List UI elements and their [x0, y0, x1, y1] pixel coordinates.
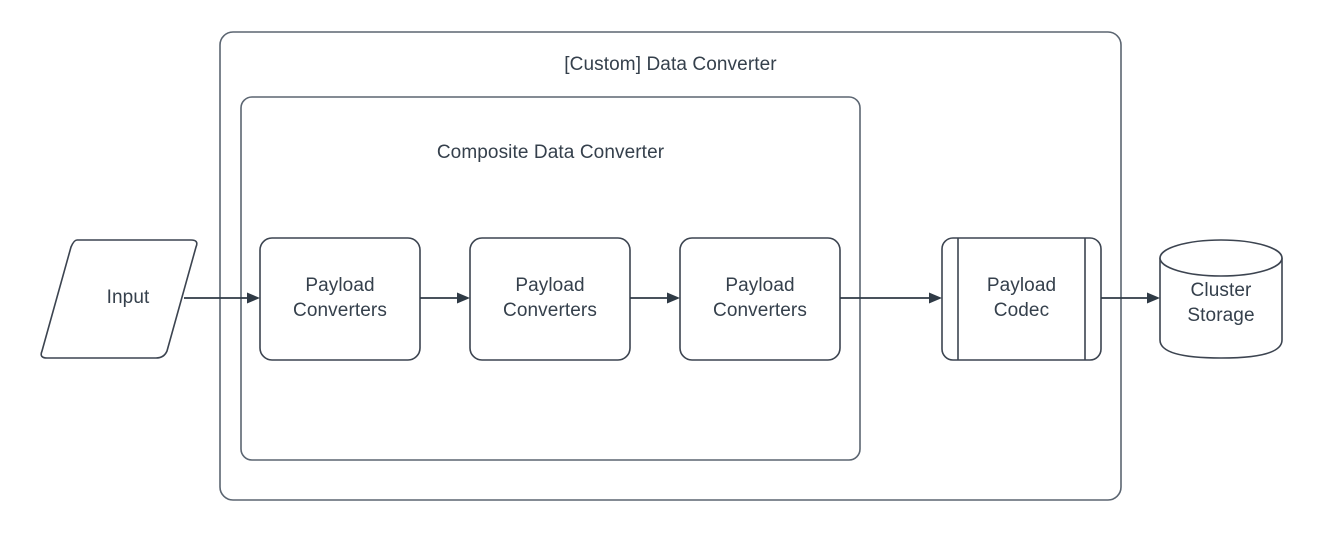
node-payload-converters-3-shape[interactable]	[679, 237, 841, 361]
node-payload-codec-label: Payload Codec	[986, 275, 1057, 322]
edge-codec-to-storage	[1101, 292, 1160, 304]
container-custom-data-converter	[219, 31, 1122, 501]
node-cluster-storage-label: Cluster Storage	[1187, 280, 1255, 327]
edge-input-to-converters-1	[184, 292, 260, 304]
node-cluster-storage-top-ellipse	[1159, 239, 1283, 277]
node-payload-codec-shape[interactable]	[941, 237, 1102, 361]
node-payload-converters-1-label: Payload Converters	[293, 275, 387, 322]
edge-converters-3-to-codec	[840, 292, 942, 304]
node-input-label: Input	[106, 287, 150, 308]
node-cluster-storage-body[interactable]	[1159, 257, 1283, 359]
node-payload-converters-2-label: Payload Converters	[503, 275, 597, 322]
node-payload-converters-1-shape[interactable]	[259, 237, 421, 361]
container-custom-data-converter-label: [Custom] Data Converter	[564, 54, 777, 75]
node-payload-converters-3-label: Payload Converters	[713, 275, 807, 322]
edge-converters-1-to-2	[420, 292, 470, 304]
node-input-shape[interactable]	[40, 239, 198, 359]
container-composite-data-converter-label: Composite Data Converter	[436, 142, 665, 163]
container-composite-data-converter	[240, 96, 861, 461]
edge-converters-2-to-3	[630, 292, 680, 304]
node-payload-converters-2-shape[interactable]	[469, 237, 631, 361]
